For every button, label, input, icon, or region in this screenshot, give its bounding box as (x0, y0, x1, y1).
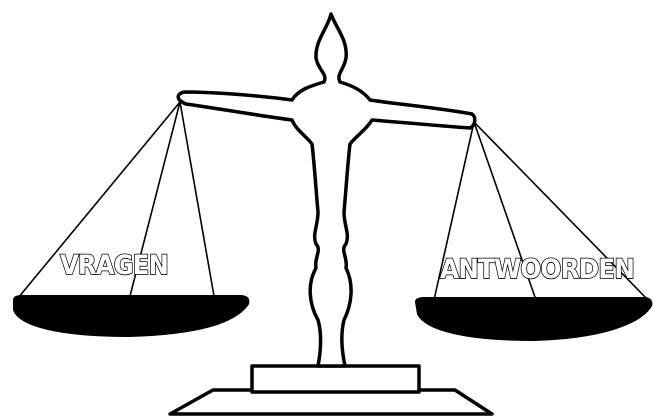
right-pan (416, 298, 651, 340)
left-pan-label: VRAGEN (60, 250, 168, 281)
left-rope-inner (180, 102, 214, 296)
right-pan-label: ANTWOORDEN (440, 254, 634, 285)
left-pan (14, 296, 248, 336)
scale-base-top (252, 366, 419, 392)
